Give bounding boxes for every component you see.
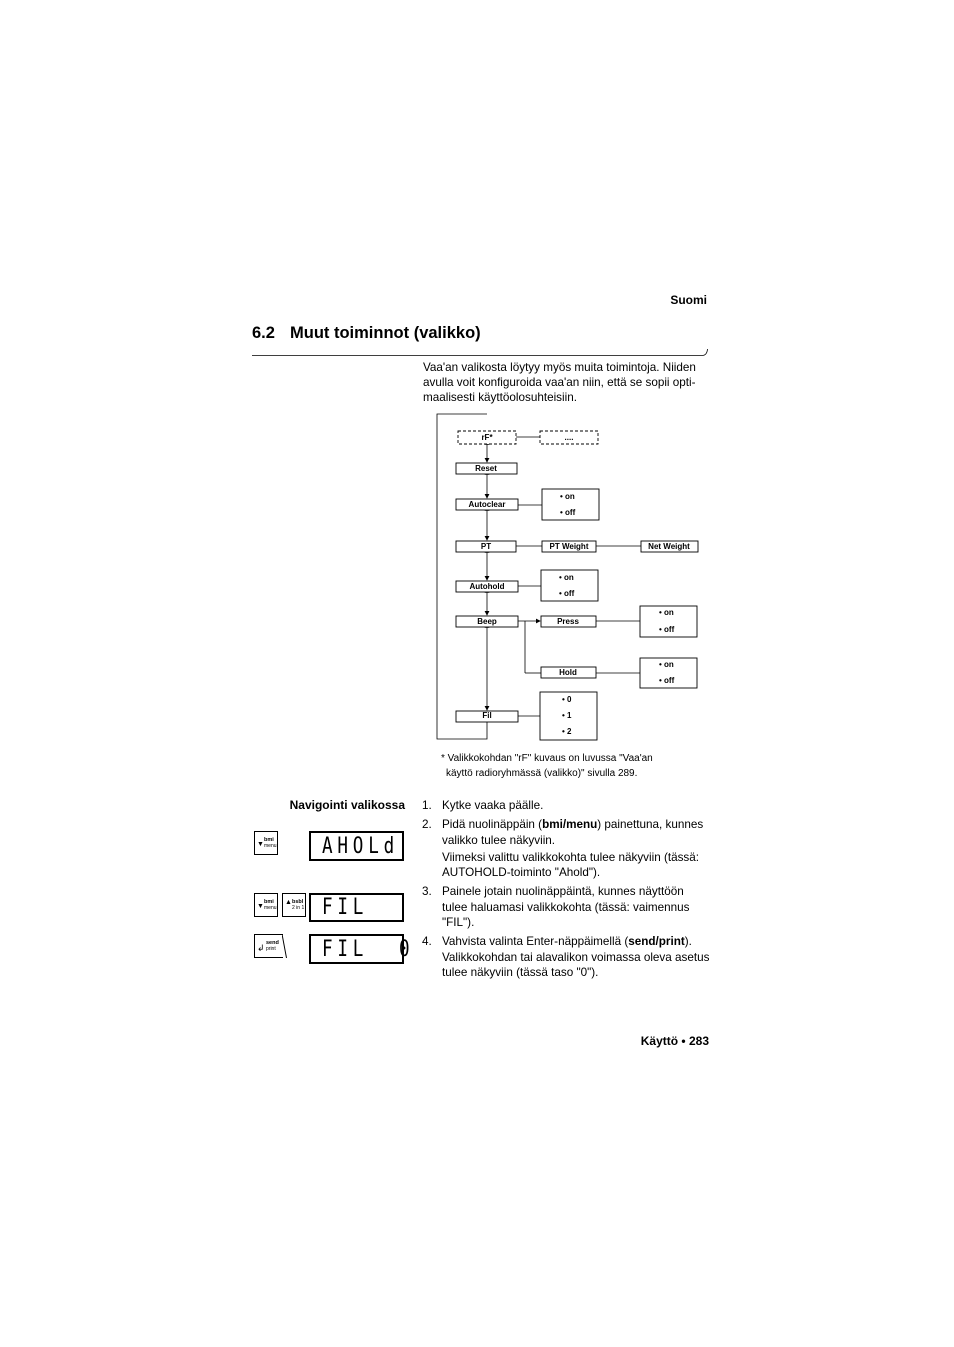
diagram-hold: Hold xyxy=(559,668,577,677)
menu-key-label: menu xyxy=(264,843,277,849)
page-footer: Käyttö • 283 xyxy=(640,1034,709,1048)
down-arrow-icon: ▼ xyxy=(257,841,264,848)
display-text: FIL xyxy=(322,895,369,920)
intro-line: Vaa'an valikosta löytyy myös muita toimi… xyxy=(423,361,696,374)
diagram-hold-on: • on xyxy=(659,660,674,669)
step-number: 1. xyxy=(422,799,432,812)
step-line: tulee haluamasi valikkokohta (tässä: vai… xyxy=(442,900,690,914)
diagram-hold-off: • off xyxy=(659,676,675,685)
step-1: 1. Kytke vaaka päälle. xyxy=(422,798,722,813)
diagram-autohold-off: • off xyxy=(559,589,575,598)
bsbl-key: ▲ bsbl 2 in 1 xyxy=(282,893,306,917)
step-number: 4. xyxy=(422,935,432,949)
intro-line: maalisesti käyttöolosuhteisiin. xyxy=(423,391,577,405)
step-text: ) painettuna, kunnes xyxy=(597,818,704,832)
diagram-press-off: • off xyxy=(659,625,675,634)
step-line: valikko tulee näkyviin. xyxy=(442,833,556,847)
menu-key-label: menu xyxy=(264,905,277,911)
diagram-pt-weight: PT Weight xyxy=(550,542,589,551)
language-label: Suomi xyxy=(670,293,707,307)
diagram-autohold-on: • on xyxy=(559,573,574,582)
intro-text: Vaa'an valikosta löytyy myös muita toimi… xyxy=(423,360,713,406)
step-line: Viimeksi valittu valikkokohta tulee näky… xyxy=(442,850,700,864)
step-text: Vahvista valinta Enter-näppäimellä ( xyxy=(442,935,629,949)
bmi-menu-key: ▼ bmi menu xyxy=(254,893,278,917)
display-text: FIL 0 xyxy=(322,936,415,962)
diagram-rf: rF* xyxy=(481,433,493,442)
menu-diagram: rF* .... Reset Autoclear • on • off PT P… xyxy=(436,413,699,741)
diagram-net-weight: Net Weight xyxy=(648,542,690,551)
display-fil-0: FIL 0 xyxy=(309,934,410,964)
bmi-key-label: bmi xyxy=(264,837,274,843)
diagram-fil-0: • 0 xyxy=(562,695,572,704)
down-arrow-icon: ▼ xyxy=(257,903,264,910)
navigation-steps: 1. Kytke vaaka päälle. 2. Pidä nuolinäpp… xyxy=(422,798,722,980)
bmi-key-label: bmi xyxy=(264,899,274,905)
diagram-autoclear: Autoclear xyxy=(469,500,506,509)
display-text: AHOLd xyxy=(322,833,399,859)
diagram-fil: Fil xyxy=(482,711,491,720)
section-rule xyxy=(252,348,708,356)
step-number: 3. xyxy=(422,885,432,899)
step-line: AUTOHOLD-toiminto "Ahold"). xyxy=(442,866,601,880)
display-ahold: AHOLd xyxy=(309,831,404,861)
step-line: Vahvista valinta Enter-näppäimellä (send… xyxy=(442,934,722,949)
key-name: bmi/menu xyxy=(542,818,598,832)
diagram-press: Press xyxy=(557,617,579,626)
step-4: 4. Vahvista valinta Enter-näppäimellä (s… xyxy=(422,934,722,980)
diagram-press-on: • on xyxy=(659,608,674,617)
section-number: 6.2 xyxy=(252,324,275,342)
display-fil: FIL xyxy=(309,893,404,922)
section-title: 6.2 Muut toiminnot (valikko) xyxy=(252,324,481,343)
diagram-autoclear-on: • on xyxy=(560,492,575,501)
step-line: Kytke vaaka päälle. xyxy=(442,799,544,812)
enter-icon: ↲ xyxy=(257,943,265,953)
intro-line: avulla voit konfiguroida vaa'an niin, et… xyxy=(423,376,696,390)
two-in-one-key-label: 2 in 1 xyxy=(292,905,305,911)
bmi-menu-key: ▼ bmi menu xyxy=(254,831,278,855)
step-text: Pidä nuolinäppäin ( xyxy=(442,818,543,832)
step-line: tulee näkyviin (tässä taso "0"). xyxy=(442,965,599,979)
key-right-edge xyxy=(282,934,287,958)
step-line: Painele jotain nuolinäppäintä, kunnes nä… xyxy=(442,885,684,899)
section-title-text: Muut toiminnot (valikko) xyxy=(290,324,481,342)
step-line: Pidä nuolinäppäin (bmi/menu) painettuna,… xyxy=(442,817,722,832)
footnote-line: * Valikkokohdan "rF" kuvaus on luvussa "… xyxy=(441,753,653,764)
navigation-heading: Navigointi valikossa xyxy=(289,798,405,812)
step-line: Valikkokohdan tai alavalikon voimassa ol… xyxy=(442,950,710,964)
diagram-reset: Reset xyxy=(475,464,497,473)
step-2: 2. Pidä nuolinäppäin (bmi/menu) painettu… xyxy=(422,817,722,880)
key-name: send/print xyxy=(628,935,685,949)
up-arrow-icon: ▲ xyxy=(285,899,292,906)
step-text: ). xyxy=(684,935,692,949)
print-key-label: print xyxy=(266,946,276,952)
step-line: "FIL"). xyxy=(442,916,475,930)
step-3: 3. Painele jotain nuolinäppäintä, kunnes… xyxy=(422,884,722,930)
footnote: * Valikkokohdan "rF" kuvaus on luvussa "… xyxy=(441,752,653,781)
footnote-line: käyttö radioryhmässä (valikko)" sivulla … xyxy=(446,767,638,779)
step-number: 2. xyxy=(422,818,432,832)
diagram-beep: Beep xyxy=(477,617,497,626)
diagram-fil-2: • 2 xyxy=(562,727,572,736)
diagram-fil-1: • 1 xyxy=(562,711,572,720)
diagram-pt: PT xyxy=(481,542,491,551)
diagram-autoclear-off: • off xyxy=(560,508,576,517)
send-key-label: send xyxy=(266,940,279,946)
diagram-autohold: Autohold xyxy=(469,582,504,591)
send-print-key: ↲ send print xyxy=(254,934,287,958)
bsbl-key-label: bsbl xyxy=(292,899,304,905)
diagram-dots: .... xyxy=(565,433,574,442)
